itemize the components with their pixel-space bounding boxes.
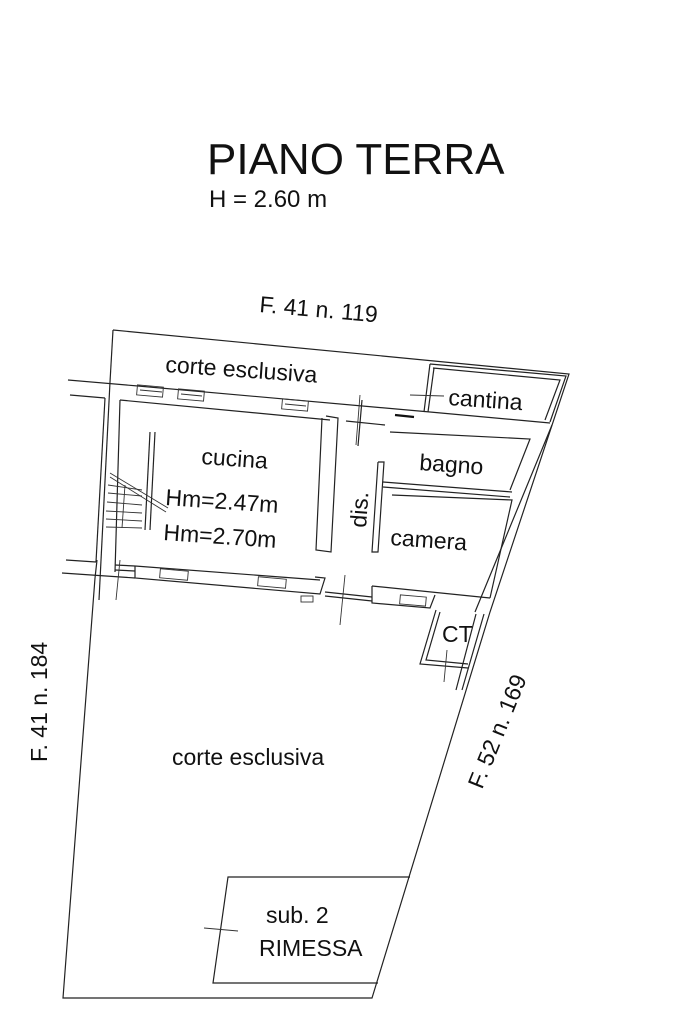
north-wall: [67, 379, 551, 426]
room-disimpegno: dis.: [345, 491, 373, 529]
parcel-west-label: F. 41 n. 184: [26, 642, 52, 762]
interior-partitions: [315, 363, 567, 613]
rimessa-box: [203, 876, 410, 984]
parcel-east-label: F. 52 n. 169: [463, 671, 532, 792]
stair-icon: [105, 472, 169, 529]
ct-box: [419, 609, 485, 691]
rimessa-sub-number: sub. 2: [266, 902, 329, 928]
room-bagno: bagno: [419, 449, 485, 479]
west-wall: [65, 381, 156, 601]
height-note: H = 2.60 m: [209, 186, 327, 213]
parcel-north-label: F. 41 n. 119: [259, 291, 379, 327]
plan-title: PIANO TERRA: [207, 135, 505, 184]
cucina-height-max: Hm=2.70m: [163, 519, 278, 553]
room-corte-south: corte esclusiva: [172, 744, 324, 770]
room-ct: CT: [442, 621, 473, 647]
cucina-height-min: Hm=2.47m: [165, 484, 280, 518]
room-cucina: cucina: [201, 443, 269, 474]
room-rimessa: RIMESSA: [259, 935, 363, 961]
room-cantina: cantina: [448, 384, 524, 415]
room-camera: camera: [390, 524, 469, 555]
lot-boundary: [62, 329, 570, 999]
south-wall: [61, 394, 491, 626]
room-corte-north: corte esclusiva: [165, 351, 319, 388]
